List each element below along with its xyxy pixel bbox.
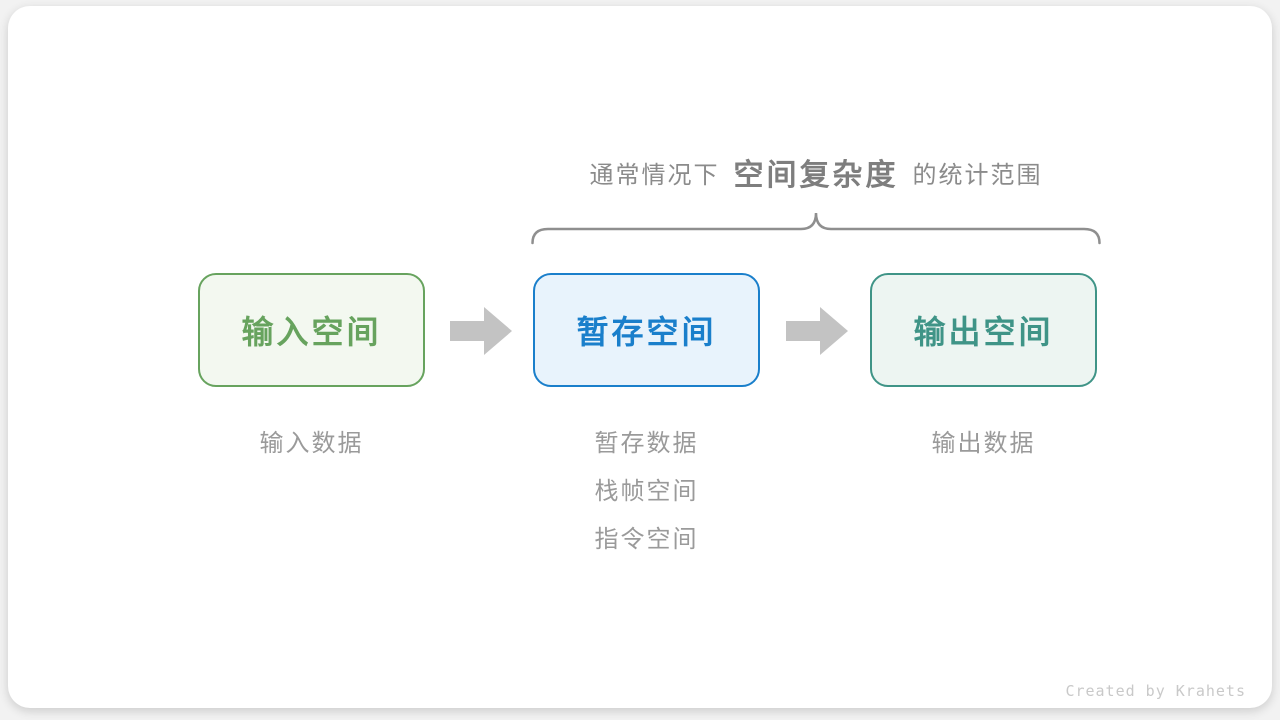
box-output-space-label: 输出空间 [913, 314, 1054, 350]
title-highlight: 空间复杂度 [733, 159, 899, 192]
note-stack-frame-space: 栈帧空间 [594, 478, 699, 505]
box-output-space: 输出空间 [870, 273, 1097, 387]
brace-icon [531, 212, 1101, 245]
arrow-right-icon [450, 307, 512, 355]
box-temp-space-label: 暂存空间 [576, 314, 717, 350]
box-temp-space: 暂存空间 [533, 273, 760, 387]
box-input-space: 输入空间 [198, 273, 425, 387]
note-input-data: 输入数据 [259, 430, 364, 457]
box-input-space-label: 输入空间 [241, 314, 382, 350]
diagram-card: 通常情况下 空间复杂度 的统计范围 输入空间 暂存空间 输出空间 输入数据 暂存… [8, 6, 1272, 708]
note-temp-data: 暂存数据 [594, 430, 699, 457]
note-output-data: 输出数据 [931, 430, 1036, 457]
arrow-right-icon [786, 307, 848, 355]
title-suffix: 的统计范围 [912, 161, 1043, 189]
brace-path [531, 212, 1101, 245]
diagram-title: 通常情况下 空间复杂度 的统计范围 [531, 152, 1101, 192]
credit-text: Created by Krahets [1065, 682, 1246, 700]
note-instruction-space: 指令空间 [594, 526, 699, 553]
title-prefix: 通常情况下 [589, 161, 720, 189]
